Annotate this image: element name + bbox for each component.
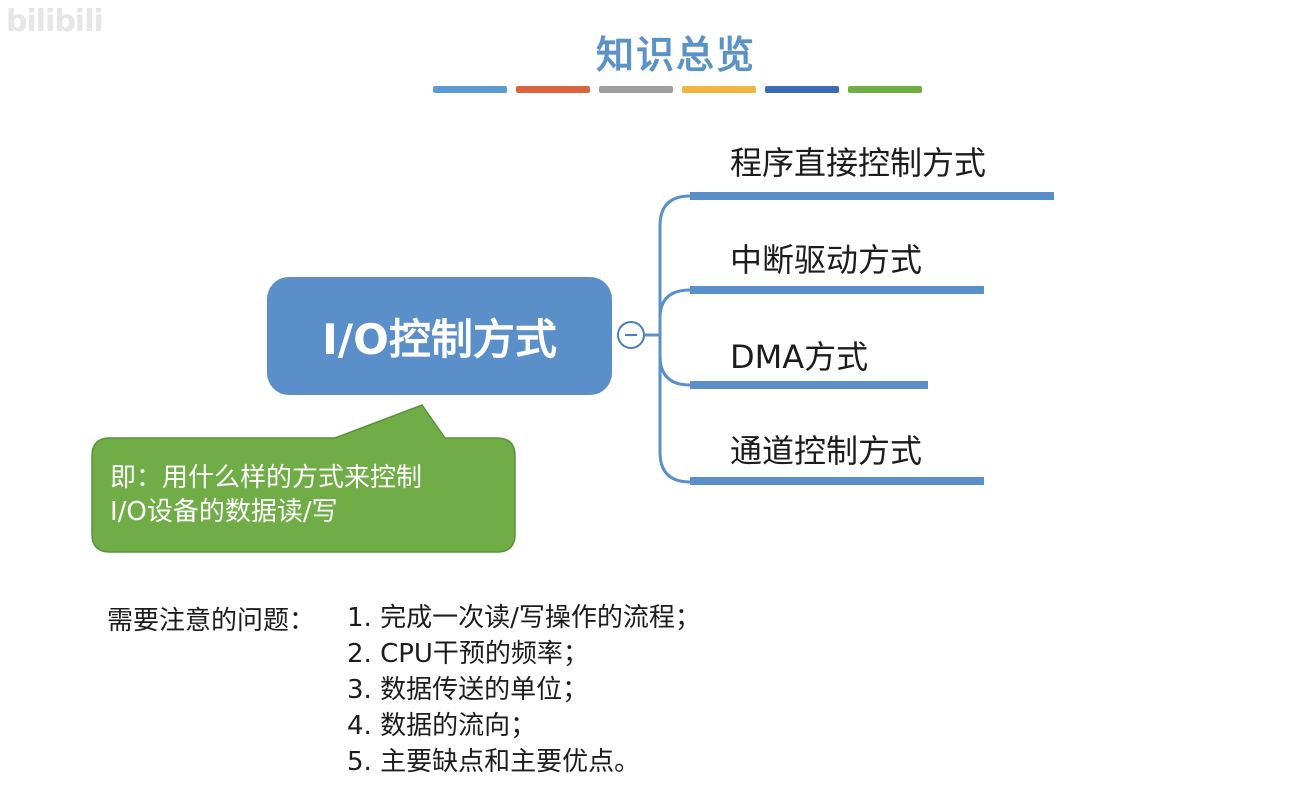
branch-underline-1: [690, 192, 1054, 200]
list-item: 4. 数据的流向；: [347, 711, 537, 741]
color-bar-blue: [433, 86, 507, 93]
list-item: 2. CPU干预的频率；: [347, 639, 589, 669]
list-item: 5. 主要缺点和主要优点。: [347, 747, 641, 777]
list-item: 1. 完成一次读/写操作的流程；: [347, 603, 701, 633]
color-bar-yellow: [682, 86, 756, 93]
branch-underline-2: [690, 286, 984, 294]
branch-underline-3: [690, 381, 928, 389]
callout-text: 即：用什么样的方式来控制 I/O设备的数据读/写: [110, 461, 500, 529]
list-item: 3. 数据传送的单位；: [347, 675, 589, 705]
color-bar-dark-blue: [765, 86, 839, 93]
color-bar-gray: [599, 86, 673, 93]
bilibili-watermark: bilibili: [6, 4, 104, 39]
callout-line-1: 即：用什么样的方式来控制: [110, 463, 423, 493]
page-title: 知识总览: [595, 32, 756, 77]
branch-channel-control[interactable]: 通道控制方式: [730, 432, 923, 470]
central-topic-label: I/O控制方式: [322, 314, 557, 364]
title-color-bars: [433, 86, 922, 93]
minus-icon: [625, 334, 637, 336]
color-bar-orange: [516, 86, 590, 93]
branch-underline-4: [690, 477, 984, 485]
color-bar-green: [848, 86, 922, 93]
notes-label: 需要注意的问题：: [107, 606, 316, 636]
branch-dma[interactable]: DMA方式: [730, 338, 869, 376]
branch-program-direct-control[interactable]: 程序直接控制方式: [730, 144, 987, 182]
branch-interrupt-driven[interactable]: 中断驱动方式: [730, 241, 923, 279]
central-topic-node[interactable]: I/O控制方式: [267, 277, 612, 395]
callout-line-2: I/O设备的数据读/写: [110, 497, 338, 527]
notes-list: 1. 完成一次读/写操作的流程； 2. CPU干预的频率； 3. 数据传送的单位…: [347, 600, 701, 780]
collapse-toggle-button[interactable]: [617, 321, 645, 349]
